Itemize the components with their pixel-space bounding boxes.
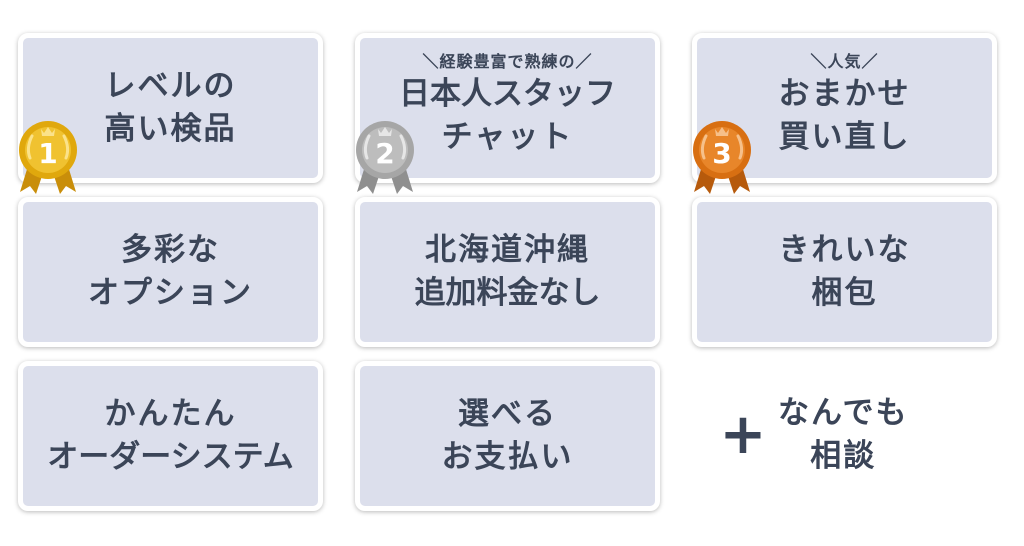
gold-medal-icon: 1 <box>19 121 77 194</box>
feature-tagline: ＼人気／ <box>810 52 879 71</box>
feature-card-text: 多彩な オプション <box>88 229 253 315</box>
feature-tagline: ＼経験豊富で熟練の／ <box>422 52 593 71</box>
feature-line: かんたん <box>104 396 237 432</box>
feature-card-order-system: かんたん オーダーシステム <box>18 361 323 511</box>
plus-icon: + <box>719 402 767 467</box>
consultation-item: + なんでも 相談 <box>718 392 908 478</box>
feature-line: オプション <box>88 275 253 311</box>
feature-card-text: 北海道沖縄 追加料金なし <box>415 229 601 315</box>
feature-card-options: 多彩な オプション <box>18 197 323 347</box>
feature-card-text: 選べる お支払い <box>442 393 574 479</box>
feature-line: 高い検品 <box>104 111 237 147</box>
feature-line: きれいな <box>778 232 911 268</box>
feature-line: 北海道沖縄 <box>425 232 590 268</box>
feature-card-text: ＼人気／ おまかせ 買い直し <box>779 51 911 159</box>
consultation-line: なんでも <box>778 395 909 431</box>
svg-text:1: 1 <box>38 137 57 170</box>
bronze-medal-icon: 3 <box>693 121 751 194</box>
feature-line: 選べる <box>458 396 557 432</box>
feature-line: 梱包 <box>811 275 878 311</box>
feature-card-text: ＼経験豊富で熟練の／ 日本人スタッフ チャット <box>399 51 616 159</box>
feature-line: 多彩な <box>121 232 220 268</box>
feature-card-text: かんたん オーダーシステム <box>47 393 293 479</box>
feature-line: レベルの <box>104 68 237 104</box>
feature-line: チャット <box>441 119 574 155</box>
feature-line: 追加料金なし <box>414 275 601 311</box>
feature-line: オーダーシステム <box>47 439 294 475</box>
feature-line: おまかせ <box>778 76 911 112</box>
consultation-line: 相談 <box>810 438 877 474</box>
feature-line: 買い直し <box>778 119 911 155</box>
feature-line: 日本人スタッフ <box>399 76 616 112</box>
feature-card-shipping: 北海道沖縄 追加料金なし <box>355 197 660 347</box>
silver-medal-icon: 2 <box>356 121 414 194</box>
feature-card-text: レベルの 高い検品 <box>105 65 237 151</box>
feature-card-payment: 選べる お支払い <box>355 361 660 511</box>
svg-text:2: 2 <box>375 137 394 170</box>
consultation-text: なんでも 相談 <box>778 392 908 478</box>
feature-card-text: きれいな 梱包 <box>779 229 911 315</box>
feature-card-packing: きれいな 梱包 <box>692 197 997 347</box>
svg-text:3: 3 <box>712 137 731 170</box>
feature-line: お支払い <box>441 439 574 475</box>
